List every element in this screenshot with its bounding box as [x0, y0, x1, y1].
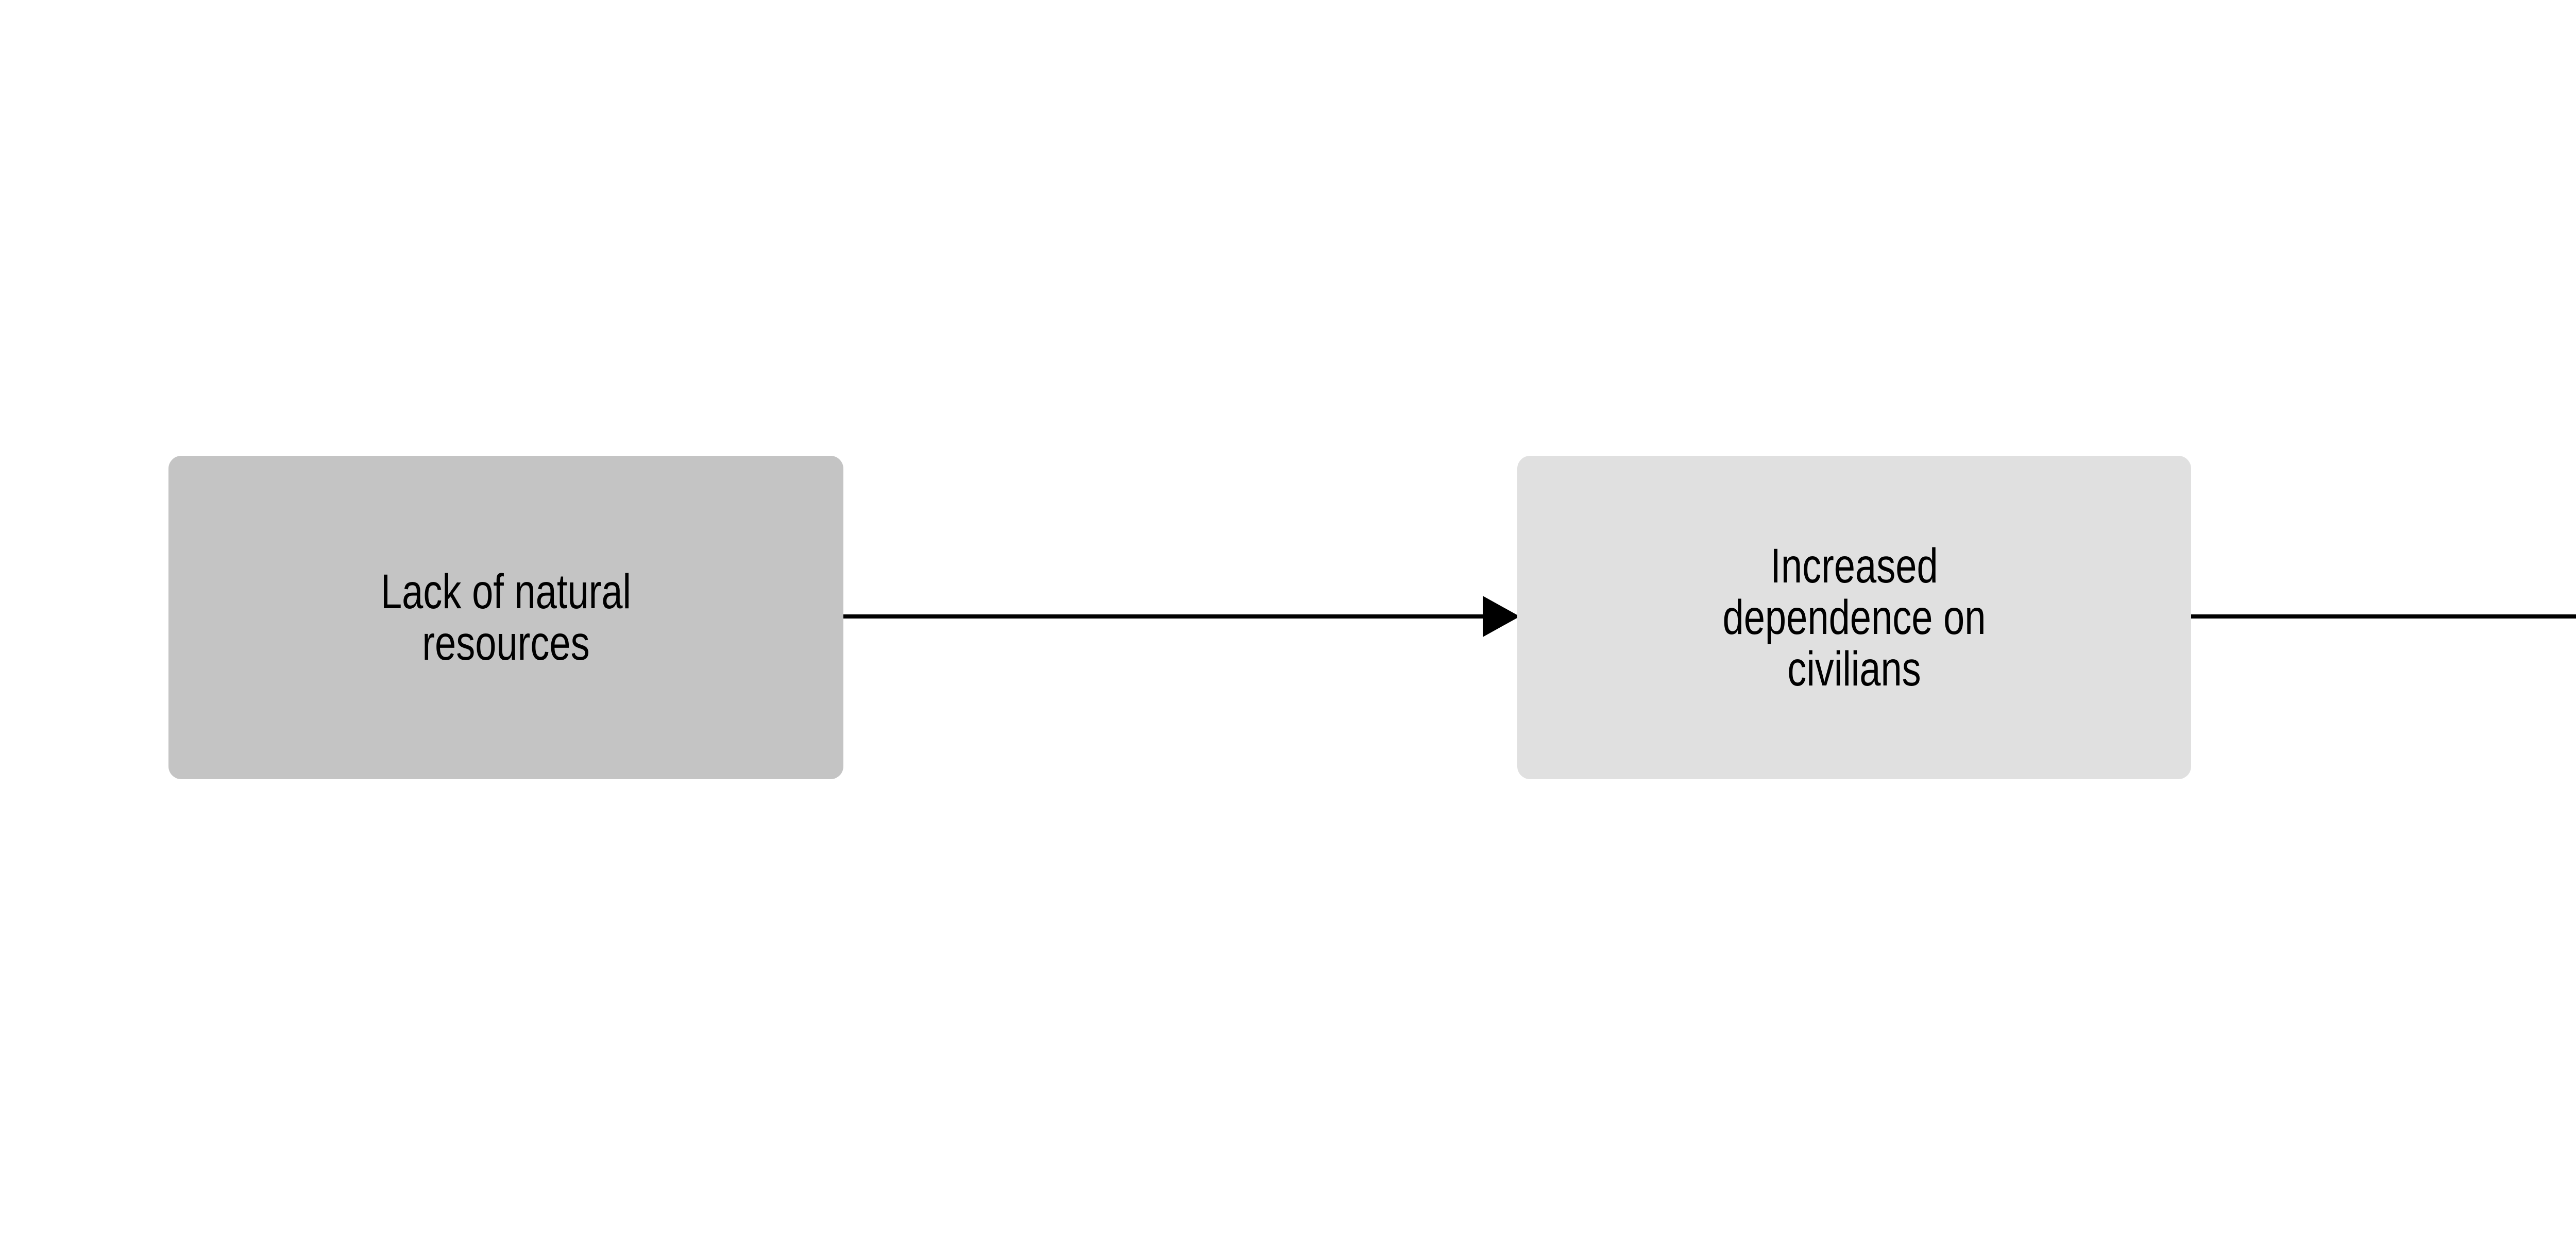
edge-1-arrowhead-icon	[1483, 596, 1520, 637]
node-2-label: Increased dependence on civilians	[1722, 539, 1986, 696]
edge-1[interactable]	[841, 596, 1520, 637]
node-lack-of-natural-resources[interactable]: Lack of natural resources	[168, 456, 843, 779]
node-increased-dependence-on-civilians[interactable]: Increased dependence on civilians	[1517, 456, 2191, 779]
node-1-label: Lack of natural resources	[380, 564, 632, 671]
edge-2[interactable]	[2189, 596, 2576, 637]
